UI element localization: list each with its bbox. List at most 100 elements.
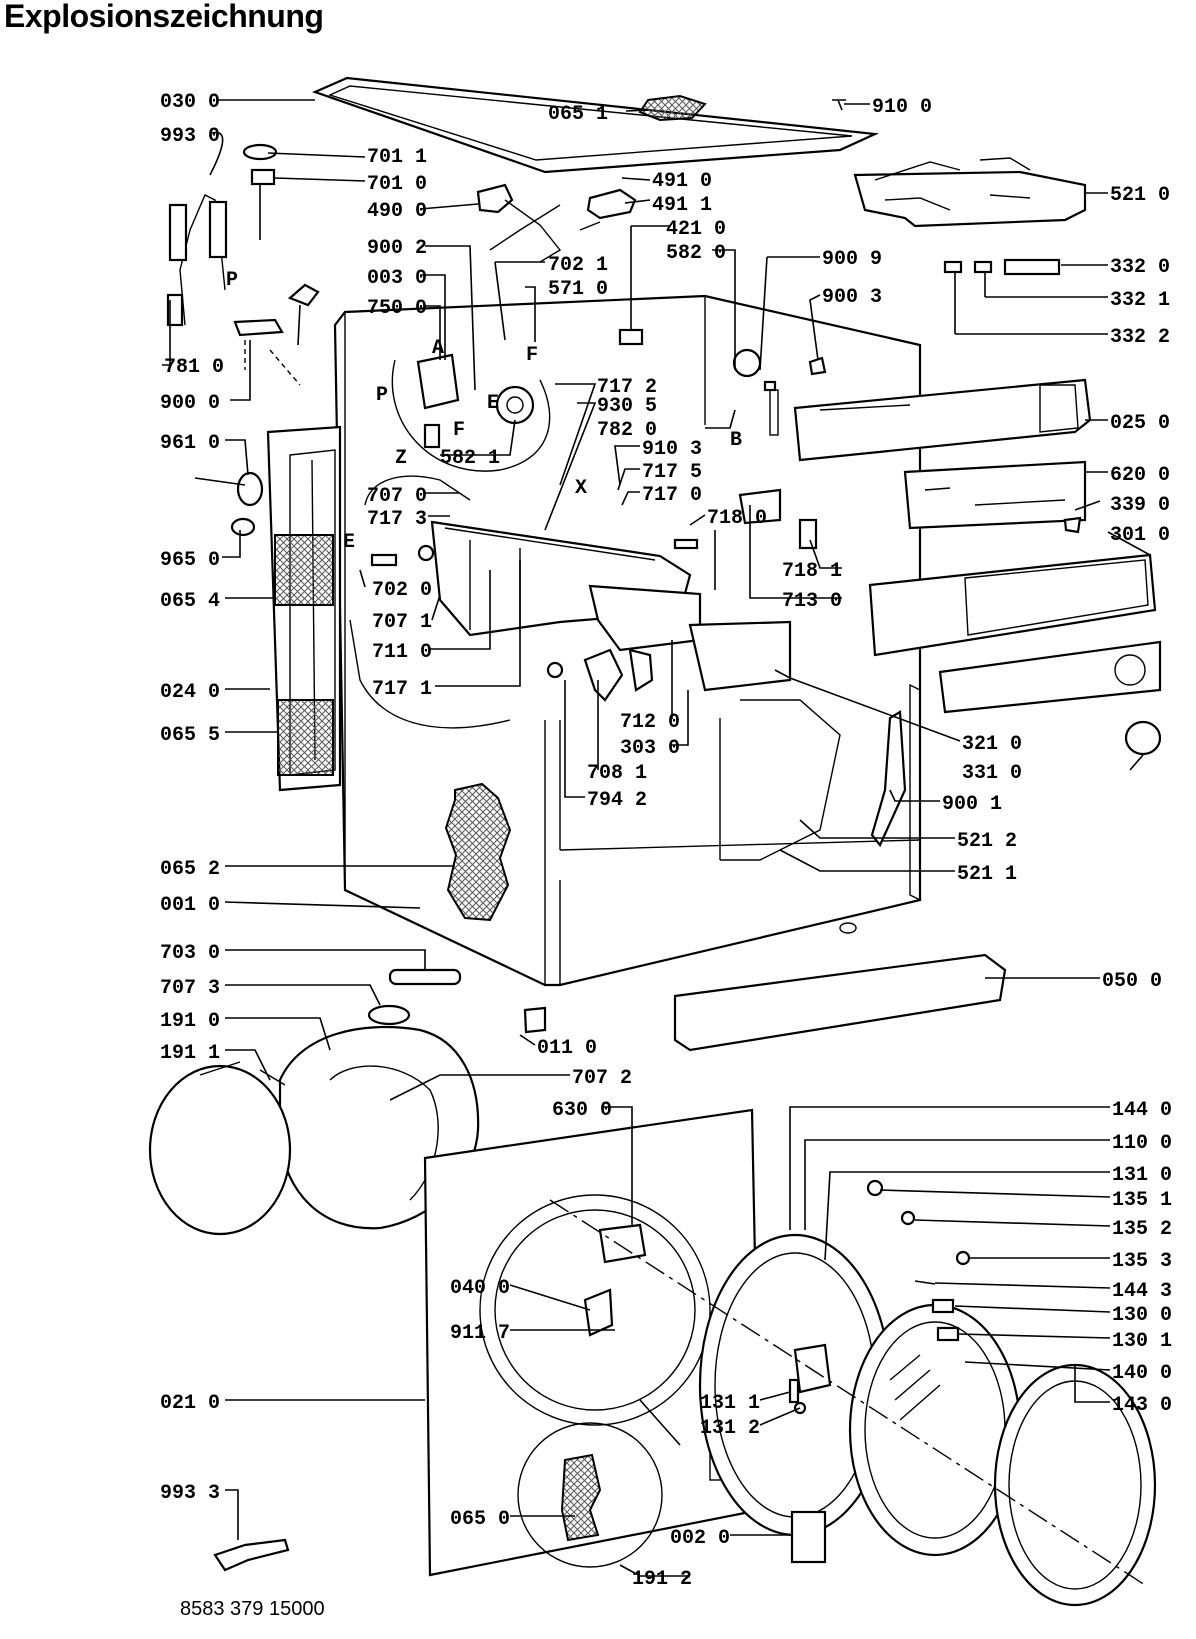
label-7070: 707 0: [367, 485, 427, 508]
label-9000: 900 0: [160, 392, 220, 415]
label-5212: 521 2: [957, 830, 1017, 853]
label-7081: 708 1: [587, 762, 647, 785]
label-7820: 782 0: [597, 419, 657, 442]
label-1312: 131 2: [700, 1417, 760, 1440]
label-0654: 065 4: [160, 590, 220, 613]
kick-plate: [673, 953, 1007, 1052]
label-7172: 717 2: [597, 376, 657, 399]
label-3310: 331 0: [962, 762, 1022, 785]
control-panel-front: [938, 640, 1162, 714]
label-6300: 630 0: [552, 1099, 612, 1122]
label-1911: 191 1: [160, 1042, 220, 1065]
label-3010: 301 0: [1110, 524, 1170, 547]
label-0110: 011 0: [537, 1037, 597, 1060]
label-5820: 582 0: [666, 242, 726, 265]
label-7011: 701 1: [367, 146, 427, 169]
label-6200: 620 0: [1110, 464, 1170, 487]
label-7810: 781 0: [164, 356, 224, 379]
label-7071: 707 1: [372, 611, 432, 634]
label-7030: 703 0: [160, 942, 220, 965]
label-3322: 332 2: [1110, 326, 1170, 349]
label-5211: 521 1: [957, 863, 1017, 886]
label-7173: 717 3: [367, 508, 427, 531]
label-0010: 001 0: [160, 894, 220, 917]
label-0250: 025 0: [1110, 412, 1170, 435]
label-7181: 718 1: [782, 560, 842, 583]
label-3030: 303 0: [620, 737, 680, 760]
label-3390: 339 0: [1110, 494, 1170, 517]
label-7942: 794 2: [587, 789, 647, 812]
label-0210: 021 0: [160, 1392, 220, 1415]
label-7120: 712 0: [620, 711, 680, 734]
label-1311: 131 1: [700, 1392, 760, 1415]
label-1912: 191 2: [632, 1568, 692, 1591]
label-4910: 491 0: [652, 170, 712, 193]
label-1430: 143 0: [1112, 1394, 1172, 1417]
document-number: 8583 379 15000: [180, 1598, 325, 1620]
label-0655: 065 5: [160, 724, 220, 747]
label-9009: 900 9: [822, 248, 882, 271]
label-5821: 582 1: [440, 447, 500, 470]
label-9100: 910 0: [872, 96, 932, 119]
label-1353: 135 3: [1112, 1250, 1172, 1273]
label-1400: 140 0: [1112, 1362, 1172, 1385]
ref-letter-f-upper: F: [526, 344, 538, 367]
label-7170: 717 0: [642, 484, 702, 507]
label-5710: 571 0: [548, 278, 608, 301]
label-1300: 130 0: [1112, 1304, 1172, 1327]
label-7180: 718 0: [707, 507, 767, 530]
label-4900: 490 0: [367, 200, 427, 223]
label-7130: 713 0: [782, 590, 842, 613]
label-3321: 332 1: [1110, 289, 1170, 312]
ref-letter-e-lower: E: [343, 531, 355, 554]
label-7175: 717 5: [642, 461, 702, 484]
electronic-board: [903, 460, 1087, 530]
label-7171: 717 1: [372, 678, 432, 701]
label-7020: 702 0: [372, 579, 432, 602]
label-0030: 003 0: [367, 267, 427, 290]
ref-letter-z: Z: [395, 447, 407, 470]
label-9001: 900 1: [942, 793, 1002, 816]
control-module: [853, 170, 1087, 228]
label-5210: 521 0: [1110, 184, 1170, 207]
label-1100: 110 0: [1112, 1132, 1172, 1155]
label-0651: 065 1: [548, 103, 608, 126]
label-3320: 332 0: [1110, 256, 1170, 279]
ref-letter-f-lower: F: [453, 419, 465, 442]
label-0300: 030 0: [160, 91, 220, 114]
label-7073: 707 3: [160, 977, 220, 1000]
label-9610: 961 0: [160, 432, 220, 455]
label-0400: 040 0: [450, 1277, 510, 1300]
top-cover: [311, 76, 880, 174]
label-0020: 002 0: [670, 1527, 730, 1550]
label-9305: 930 5: [597, 395, 657, 418]
ref-letter-a: A: [432, 337, 444, 360]
label-1351: 135 1: [1112, 1189, 1172, 1212]
drawing-title: Explosionszeichnung: [4, 0, 324, 34]
label-4911: 491 1: [652, 194, 712, 217]
label-1910: 191 0: [160, 1010, 220, 1033]
top-cover-hatch: [638, 94, 707, 122]
label-9002: 900 2: [367, 237, 427, 260]
label-9933: 993 3: [160, 1482, 220, 1505]
label-9103: 910 3: [642, 438, 702, 461]
label-0650: 065 0: [450, 1508, 510, 1531]
label-7500: 750 0: [367, 297, 427, 320]
front-panel-hatch: [560, 1453, 602, 1542]
label-1352: 135 2: [1112, 1218, 1172, 1241]
label-0240: 024 0: [160, 681, 220, 704]
ref-letter-p-upper: P: [226, 269, 238, 292]
label-7072: 707 2: [572, 1067, 632, 1090]
label-1301: 130 1: [1112, 1330, 1172, 1353]
label-9117: 911 7: [450, 1322, 510, 1345]
label-7021: 702 1: [548, 254, 608, 277]
label-7010: 701 0: [367, 173, 427, 196]
fascia-frame: [793, 378, 1092, 462]
label-0652: 065 2: [160, 858, 220, 881]
cabinet-hatch: [444, 782, 512, 922]
ref-letter-p-lower: P: [376, 384, 388, 407]
label-9650: 965 0: [160, 549, 220, 572]
label-1310: 131 0: [1112, 1164, 1172, 1187]
ref-letter-b: B: [730, 429, 742, 452]
